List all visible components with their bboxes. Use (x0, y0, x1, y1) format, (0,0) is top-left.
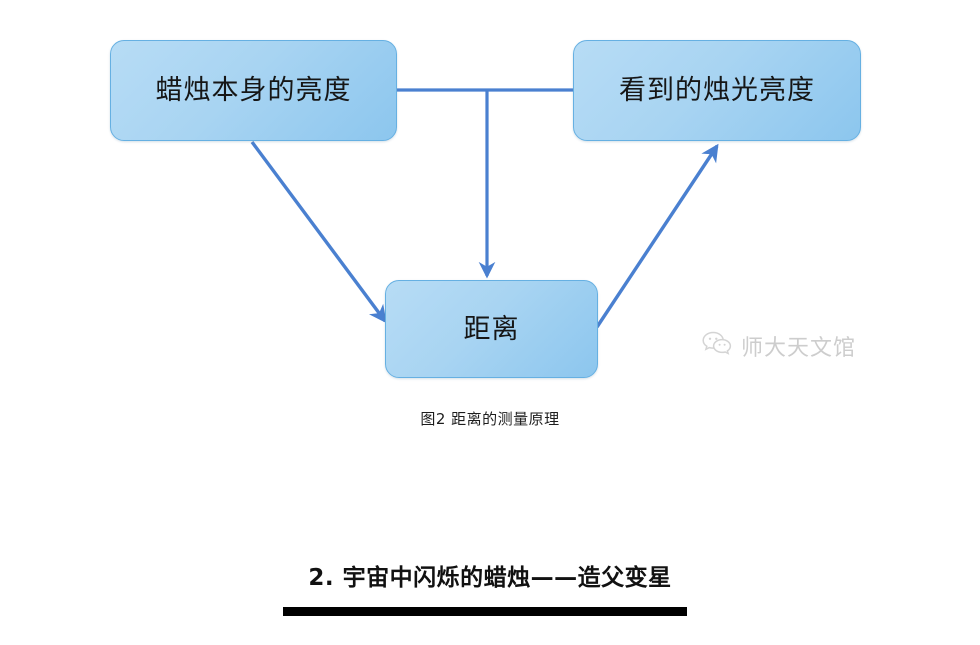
node-distance[interactable]: 距离 (385, 280, 598, 378)
node-candle-brightness-label: 蜡烛本身的亮度 (155, 75, 352, 106)
watermark: 师大天文馆 (702, 330, 856, 362)
node-candle-brightness[interactable]: 蜡烛本身的亮度 (110, 40, 397, 141)
watermark-label: 师大天文馆 (741, 336, 857, 361)
arrow-distance-to-seen (595, 143, 719, 328)
arrow-candle-to-distance (250, 140, 387, 324)
node-distance-label: 距离 (463, 313, 520, 345)
wechat-bubbles-icon (702, 331, 732, 362)
figure-caption: 图2 距离的测量原理 (420, 410, 560, 428)
section-heading: 2. 宇宙中闪烁的蜡烛——造父变星 (308, 565, 672, 591)
node-seen-brightness[interactable]: 看到的烛光亮度 (573, 40, 861, 141)
node-seen-brightness-label: 看到的烛光亮度 (619, 75, 815, 106)
heading-underline-rule (283, 607, 687, 616)
